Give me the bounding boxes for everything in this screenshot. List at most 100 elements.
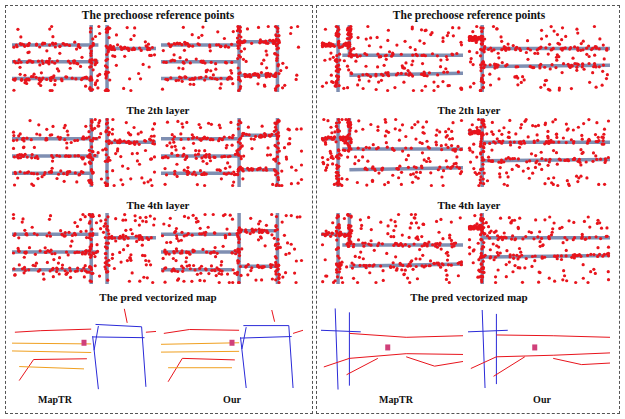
reference-point — [446, 71, 449, 74]
reference-point — [90, 139, 93, 142]
reference-point — [25, 137, 28, 140]
reference-point — [82, 137, 85, 140]
reference-point — [104, 130, 107, 133]
reference-point — [163, 248, 166, 251]
reference-point — [35, 43, 38, 46]
reference-point — [28, 119, 31, 122]
reference-point — [274, 173, 277, 176]
reference-point — [238, 254, 241, 257]
reference-point — [217, 272, 220, 275]
reference-point — [391, 52, 394, 55]
reference-point — [32, 73, 35, 76]
reference-point — [294, 281, 297, 284]
reference-point — [237, 153, 240, 156]
reference-point — [90, 228, 93, 231]
reference-point — [150, 184, 153, 187]
reference-point — [52, 275, 55, 278]
reference-point — [142, 63, 145, 66]
reference-point — [397, 168, 400, 171]
reference-point — [105, 183, 108, 186]
reference-point — [274, 25, 277, 28]
reference-point — [337, 149, 340, 152]
reference-point — [185, 58, 188, 61]
reference-point — [96, 79, 99, 82]
reference-point — [129, 259, 132, 262]
reference-point — [226, 273, 229, 276]
reference-point — [90, 168, 93, 171]
reference-point — [249, 75, 252, 78]
reference-point — [129, 89, 132, 92]
reference-point — [107, 142, 110, 145]
reference-point — [429, 171, 432, 174]
reference-point — [429, 33, 432, 36]
reference-point — [12, 131, 15, 134]
reference-point — [458, 167, 461, 170]
reference-point — [263, 135, 266, 138]
reference-point — [348, 45, 351, 48]
reference-point — [213, 250, 216, 253]
reference-point — [53, 62, 56, 65]
reference-point — [384, 71, 387, 74]
reference-point — [37, 60, 40, 63]
reference-point — [231, 184, 234, 187]
reference-point — [300, 127, 303, 130]
reference-point — [77, 251, 80, 254]
reference-point — [199, 227, 202, 230]
reference-point — [172, 53, 175, 56]
reference-point — [446, 165, 449, 168]
reference-point — [79, 218, 82, 221]
reference-point — [174, 259, 177, 262]
reference-point — [94, 35, 97, 38]
reference-point — [364, 65, 367, 68]
reference-point — [132, 126, 135, 129]
reference-point — [229, 69, 232, 72]
reference-point — [228, 136, 231, 139]
road-line — [161, 154, 239, 158]
reference-point — [252, 231, 255, 234]
reference-point — [260, 278, 263, 281]
reference-point — [51, 167, 54, 170]
reference-point — [274, 255, 277, 258]
reference-point — [172, 268, 175, 271]
reference-point — [393, 86, 396, 89]
reference-point — [95, 221, 98, 224]
reference-point — [335, 54, 338, 57]
reference-point — [297, 182, 300, 185]
reference-point — [256, 264, 259, 267]
reference-point — [153, 134, 156, 137]
reference-point — [275, 133, 278, 136]
reference-point — [236, 173, 239, 176]
reference-point — [76, 225, 79, 228]
reference-point — [238, 138, 241, 141]
reference-point — [64, 155, 67, 158]
reference-point — [174, 148, 177, 151]
reference-point — [451, 137, 454, 140]
reference-point — [231, 281, 234, 284]
reference-point — [457, 70, 460, 73]
reference-point — [412, 172, 415, 175]
reference-point — [331, 44, 334, 47]
reference-point — [12, 213, 15, 216]
reference-point — [34, 156, 37, 159]
reference-point — [349, 52, 352, 55]
reference-point — [193, 170, 196, 173]
reference-point — [346, 86, 349, 89]
reference-point — [84, 125, 87, 128]
reference-point — [106, 30, 109, 33]
reference-point — [88, 222, 91, 225]
reference-point — [91, 158, 94, 161]
reference-point — [97, 151, 100, 154]
reference-point — [30, 138, 33, 141]
reference-point — [324, 44, 327, 47]
reference-point — [442, 71, 445, 74]
reference-point — [177, 239, 180, 242]
reference-point — [249, 232, 252, 235]
reference-point — [161, 269, 164, 272]
reference-point — [274, 89, 277, 92]
reference-point — [217, 268, 220, 271]
reference-point — [391, 174, 394, 177]
reference-point — [128, 77, 131, 80]
reference-point — [387, 29, 390, 32]
reference-point — [411, 53, 414, 56]
reference-point — [198, 279, 201, 282]
